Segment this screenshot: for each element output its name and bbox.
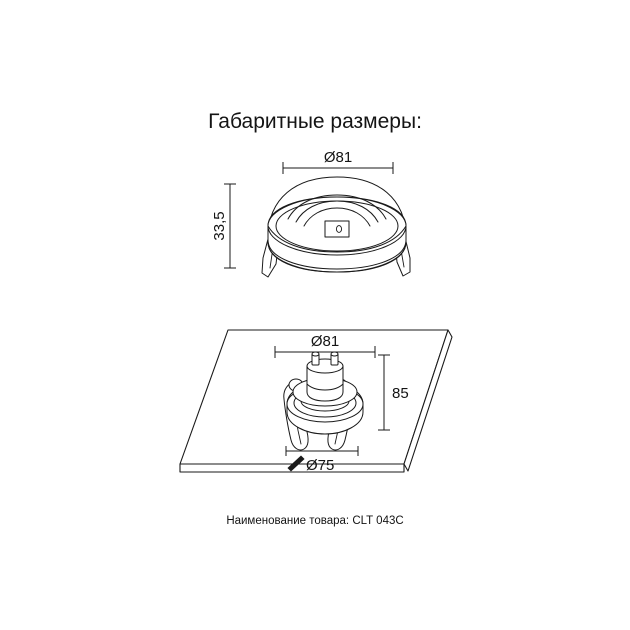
front-terminal-block bbox=[324, 220, 350, 238]
front-inner-back-curve bbox=[267, 225, 407, 253]
front-width-dimension: Ø81 bbox=[282, 149, 394, 174]
iso-cutout-dimension: Ø75 bbox=[285, 446, 359, 474]
iso-lamp-barrel-band bbox=[306, 383, 344, 391]
iso-depth-dimension: 85 bbox=[378, 354, 409, 431]
front-reflector-ring-3 bbox=[303, 207, 371, 227]
front-housing-bottom bbox=[267, 225, 407, 273]
front-height-dimension: 33,5 bbox=[211, 183, 236, 269]
front-view: Ø81 33,5 bbox=[211, 149, 411, 278]
iso-width-label: Ø81 bbox=[311, 333, 339, 350]
iso-depth-label: 85 bbox=[392, 385, 409, 402]
iso-gu10-pin-right-cap bbox=[330, 351, 339, 357]
iso-lamp-barrel bbox=[306, 365, 344, 402]
front-terminal-screw bbox=[335, 225, 343, 233]
front-width-label: Ø81 bbox=[324, 149, 352, 166]
product-name-caption: Наименование товара: CLT 043C bbox=[226, 515, 403, 527]
front-reflector-ring-2 bbox=[295, 200, 379, 223]
mounting-panel-right-edge bbox=[403, 329, 453, 472]
iso-gu10-pin-left-cap bbox=[311, 351, 320, 357]
iso-cutout-leader-arrow bbox=[287, 455, 305, 472]
iso-width-dimension: Ø81 bbox=[274, 333, 376, 358]
isometric-view: Ø81 85 bbox=[179, 329, 453, 474]
page-title: Габаритные размеры: bbox=[208, 110, 422, 133]
iso-cutout-label: Ø75 bbox=[306, 457, 334, 474]
front-height-label: 33,5 bbox=[211, 211, 228, 240]
front-reflector-ring-1 bbox=[287, 194, 387, 220]
